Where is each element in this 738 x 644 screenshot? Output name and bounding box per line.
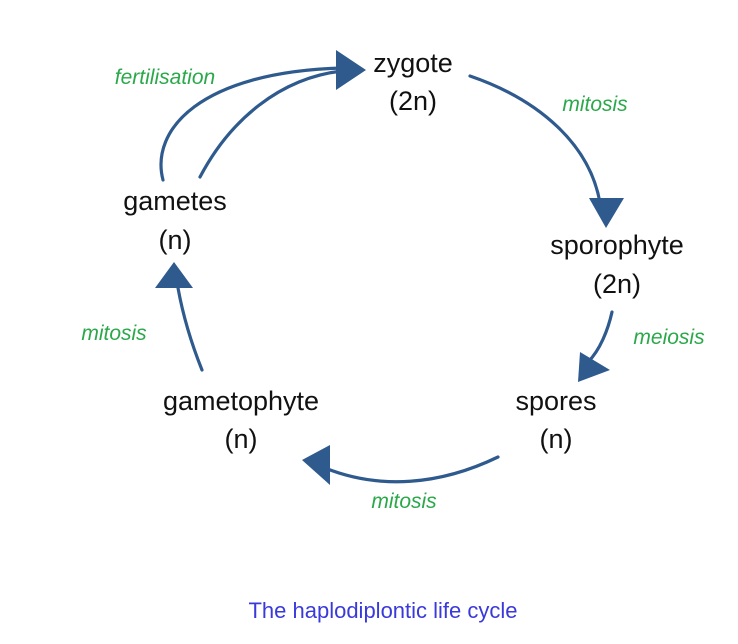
spores-name: spores [515, 386, 596, 416]
gametophyte-name: gametophyte [163, 386, 319, 416]
zygote-to-sporophyte-label: mitosis [562, 93, 628, 116]
fertilisation-arrowhead [336, 50, 366, 90]
sporophyte-to-spores-arrow [586, 310, 614, 364]
node-gametes: gametes (n) [123, 186, 227, 255]
zygote-name: zygote [373, 48, 453, 78]
gametophyte-to-gametes-label: mitosis [81, 322, 147, 345]
node-gametophyte: gametophyte (n) [163, 386, 319, 454]
fertilisation-arrow-inner [198, 69, 344, 179]
diagram-caption: The haplodiplontic life cycle [248, 598, 517, 623]
sporophyte-to-spores-arrowhead [578, 352, 610, 382]
zygote-to-sporophyte-arrow [468, 74, 602, 205]
gametophyte-to-gametes-arrowhead [155, 262, 193, 288]
spores-to-gametophyte-label: mitosis [371, 490, 437, 513]
spores-ploidy: (n) [540, 424, 573, 454]
cycle-arrows [155, 50, 624, 485]
gametes-ploidy: (n) [159, 225, 192, 255]
sporophyte-name: sporophyte [550, 230, 684, 260]
node-zygote: zygote (2n) [373, 48, 453, 116]
spores-to-gametophyte-arrowhead [302, 445, 330, 485]
sporophyte-ploidy: (2n) [593, 269, 641, 299]
sporophyte-to-spores-label: meiosis [633, 326, 705, 349]
gametophyte-to-gametes-arrow [176, 286, 204, 372]
fertilisation-label: fertilisation [115, 66, 215, 89]
zygote-ploidy: (2n) [389, 86, 437, 116]
node-spores: spores (n) [515, 386, 596, 454]
node-sporophyte: sporophyte (2n) [550, 230, 684, 299]
spores-to-gametophyte-arrow [323, 455, 500, 484]
gametes-name: gametes [123, 186, 227, 216]
zygote-to-sporophyte-arrowhead [589, 198, 624, 228]
fertilisation-arrow-outer [159, 66, 344, 182]
gametophyte-ploidy: (n) [225, 424, 258, 454]
